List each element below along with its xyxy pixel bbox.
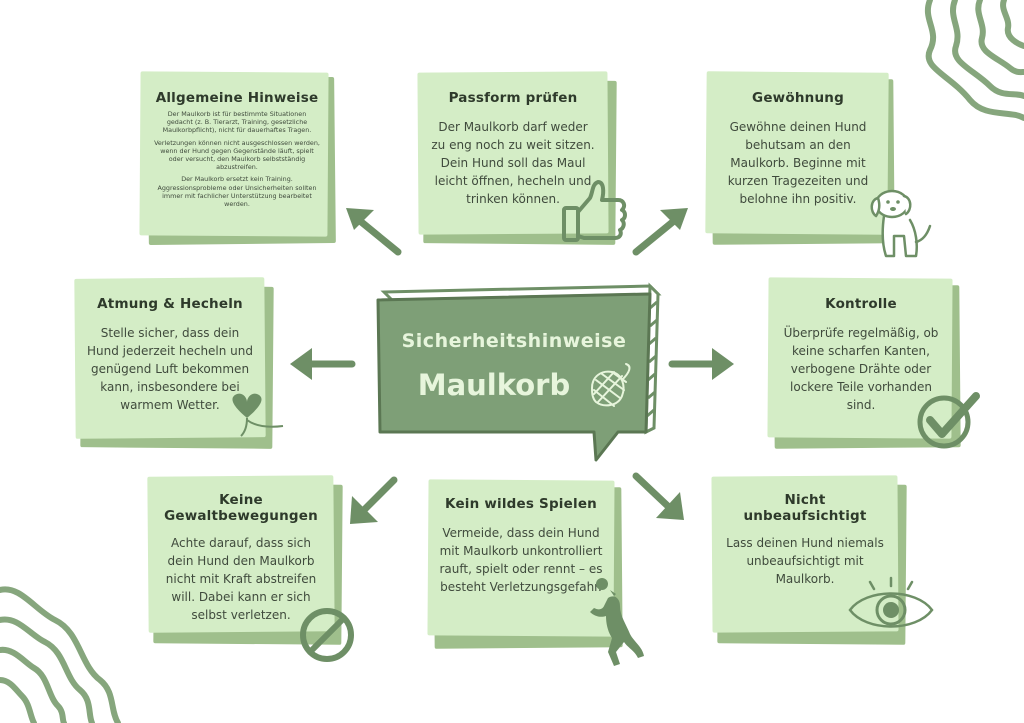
card-title: Gewöhnung [752,90,844,106]
center-title-box [376,282,662,462]
arrow-down-left [350,476,398,524]
card-title-line2: Gewaltbewegungen [164,508,318,524]
card-text: Vermeide, dass dein Hund mit Maulkorb un… [439,526,603,594]
muzzle-icon [591,363,631,407]
card-title: Allgemeine Hinweise [155,90,319,106]
wave-decoration-bottom-left [0,586,121,723]
card-atmung-hecheln: Atmung & Hecheln Stelle sicher, dass dei… [74,277,284,449]
card-gewoehnung: Gewöhnung Gewöhne deinen Hund behutsam a… [705,71,932,258]
card-text-2: Verletzungen können nicht ausgeschlossen… [154,138,320,172]
no-sign-icon [300,608,354,662]
card-title: Kontrolle [825,296,897,312]
card-kein-wildes-spielen: Kein wildes Spielen Vermeide, dass dein … [427,479,644,666]
card-allgemeine-hinweise: Allgemeine Hinweise Der Maulkorb ist für… [139,71,336,245]
card-title: Passform prüfen [448,90,578,106]
card-title: Kein wildes Spielen [445,496,597,512]
center-title-line2: Maulkorb [417,368,571,402]
heart-plant-icon [232,393,284,437]
card-keine-gewaltbewegungen: Keine Gewaltbewegungen Achte darauf, das… [147,475,354,662]
card-title-line1: Keine [219,492,263,508]
card-title-line1: Nicht [784,492,826,508]
checkmark-icon [917,392,980,449]
card-title: Atmung & Hecheln [97,296,243,312]
arrow-left [290,348,356,380]
card-text: Gewöhne deinen Hund behutsam an den Maul… [727,120,869,206]
card-text: Der Maulkorb darf weder zu eng noch zu w… [431,120,595,206]
card-text: Überprüfe regelmäßig, ob keine scharfen … [783,326,939,412]
card-text: Stelle sicher, dass dein Hund jederzeit … [87,326,254,412]
sitting-dog-icon [870,189,932,258]
arrow-right [668,348,734,380]
eye-icon [848,576,934,628]
card-nicht-unbeaufsichtigt: Nicht unbeaufsichtigt Lass deinen Hund n… [711,475,934,646]
arrow-up-left [346,208,402,256]
card-text-1: Der Maulkorb ist für bestimmte Situation… [162,110,312,135]
wave-decoration-top-right [924,0,1024,121]
jumping-dog-icon [590,578,644,666]
card-text-3: Der Maulkorb ersetzt kein Training. Aggr… [157,175,317,209]
card-passform-pruefen: Passform prüfen Der Maulkorb darf weder … [417,71,627,245]
card-title-line2: unbeaufsichtigt [743,508,867,524]
card-kontrolle: Kontrolle Überprüfe regelmäßig, ob keine… [767,277,980,449]
thumbs-up-icon [562,180,627,242]
card-text: Achte darauf, dass sich dein Hund den Ma… [165,536,317,622]
arrow-down-right [632,472,684,520]
center-title-line1: Sicherheitshinweise [401,330,627,352]
arrow-up-right [632,208,688,256]
card-text: Lass deinen Hund niemals unbeaufsichtigt… [726,536,884,586]
